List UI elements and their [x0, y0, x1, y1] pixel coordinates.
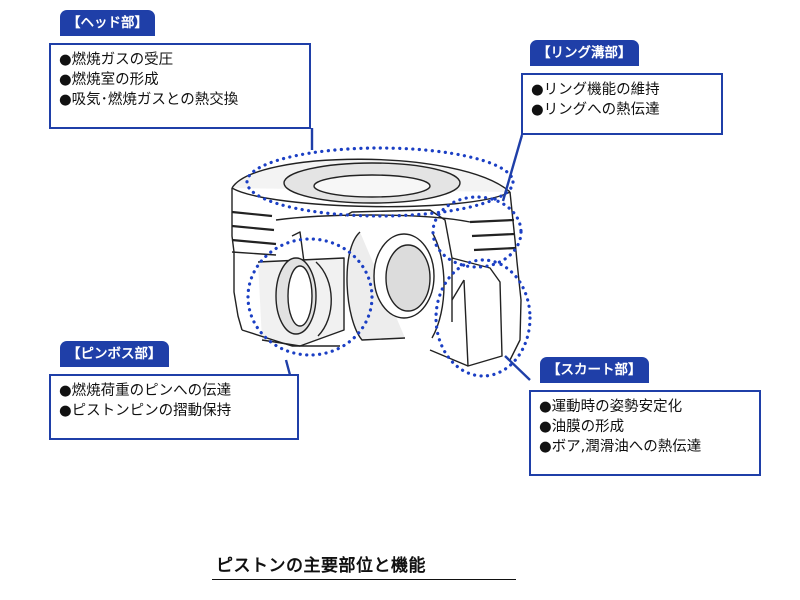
ring-groove-box: ●リング機能の維持 ●リングへの熱伝達	[521, 73, 723, 135]
head-box: ●燃焼ガスの受圧 ●燃焼室の形成 ●吸気･燃焼ガスとの熱交換	[49, 43, 311, 129]
ring-groove-leader	[501, 134, 524, 202]
ring-groove-item: ●リングへの熱伝達	[531, 102, 660, 118]
skirt-item: ●油膜の形成	[539, 419, 625, 435]
skirt-leader	[504, 355, 531, 381]
pin-boss-box: ●燃焼荷重のピンへの伝達 ●ピストンピンの摺動保持	[49, 374, 299, 440]
pin-boss-leader	[284, 359, 292, 376]
head-item: ●燃焼ガスの受圧	[59, 52, 174, 68]
skirt-item: ●運動時の姿勢安定化	[539, 399, 683, 415]
pin-boss-highlight	[246, 237, 374, 357]
skirt-box: ●運動時の姿勢安定化 ●油膜の形成 ●ボア,潤滑油への熱伝達	[529, 390, 761, 476]
ring-groove-item: ●リング機能の維持	[531, 82, 660, 98]
pin-boss-item: ●ピストンピンの摺動保持	[59, 403, 232, 419]
ring-groove-tab: 【リング溝部】	[530, 40, 639, 66]
pin-boss-tab: 【ピンボス部】	[60, 341, 169, 367]
leader-lines	[284, 128, 531, 381]
head-highlight	[245, 146, 515, 218]
skirt-highlight	[434, 258, 532, 378]
skirt-item: ●ボア,潤滑油への熱伝達	[539, 439, 702, 455]
piston-illustration	[231, 158, 522, 367]
head-item: ●燃焼室の形成	[59, 72, 159, 88]
highlight-ellipses	[245, 146, 532, 378]
diagram-caption: ピストンの主要部位と機能	[212, 553, 516, 580]
head-item: ●吸気･燃焼ガスとの熱交換	[59, 92, 239, 108]
pin-boss-item: ●燃焼荷重のピンへの伝達	[59, 383, 232, 399]
skirt-tab: 【スカート部】	[540, 357, 649, 383]
head-tab: 【ヘッド部】	[60, 10, 155, 36]
ring-groove-highlight	[431, 195, 523, 269]
